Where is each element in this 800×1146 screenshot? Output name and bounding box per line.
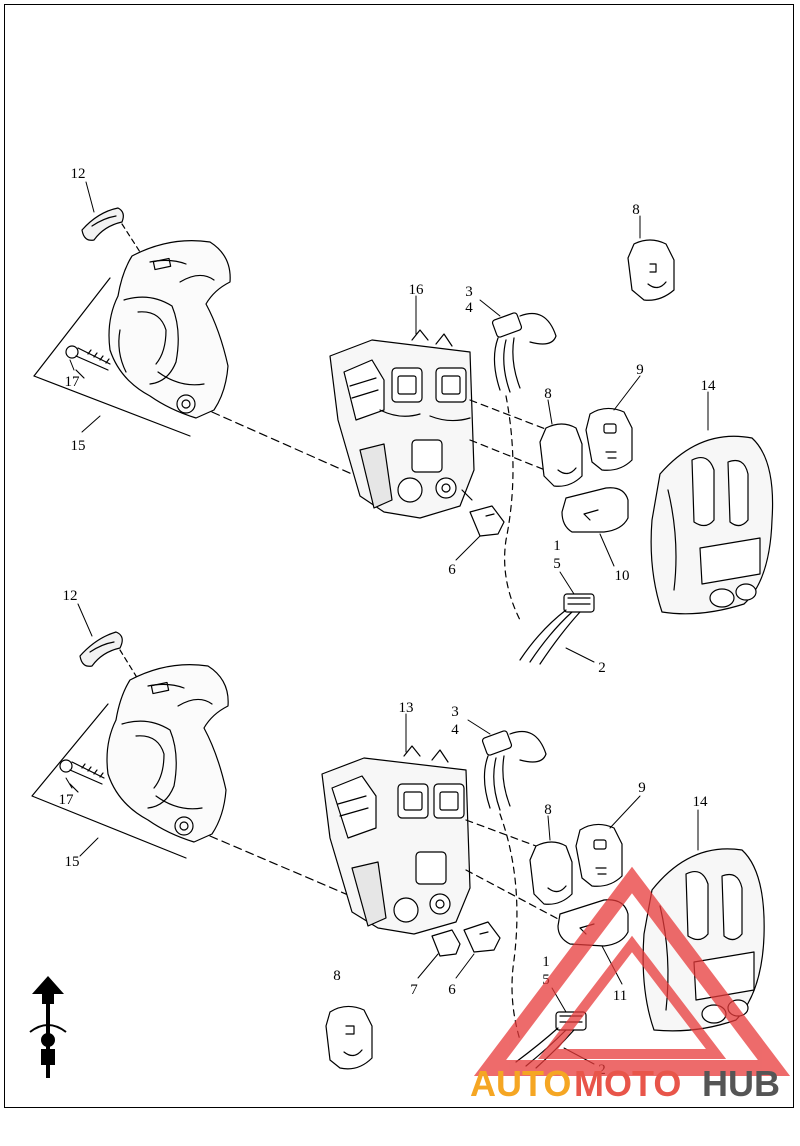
lower-part-6-cap bbox=[463, 921, 501, 953]
lower-part-14-housing bbox=[642, 848, 765, 1032]
upper-callout-5: 5 bbox=[553, 556, 561, 572]
upper-part-15-housing bbox=[108, 240, 231, 419]
lower-callout-4: 4 bbox=[451, 722, 459, 738]
lower-part-9-button bbox=[575, 823, 623, 887]
upper-callout-12: 12 bbox=[71, 166, 86, 182]
upper-part-16-switch-block bbox=[329, 329, 475, 519]
upper-callout-8: 8 bbox=[632, 202, 640, 218]
upper-part-8-button-top bbox=[627, 239, 675, 301]
lower-callout-6: 6 bbox=[448, 982, 456, 998]
lower-part-3-4-connector bbox=[481, 730, 547, 811]
watermark-logo bbox=[473, 866, 791, 1076]
lower-part-8-button-bottom bbox=[325, 1005, 373, 1070]
lower-part-8-button bbox=[529, 841, 573, 905]
upper-part-12-cap bbox=[81, 207, 141, 253]
upper-assembly bbox=[33, 207, 774, 665]
upper-callout-9: 9 bbox=[636, 362, 644, 378]
upper-callout-17: 17 bbox=[65, 374, 81, 390]
lower-callout-15: 15 bbox=[65, 854, 80, 870]
watermark-moto: MOTO bbox=[574, 1063, 681, 1104]
lower-callout-7: 7 bbox=[410, 982, 418, 998]
upper-part-10-button bbox=[561, 487, 629, 533]
upper-callout-14: 14 bbox=[701, 378, 717, 394]
upper-callout-15: 15 bbox=[71, 438, 86, 454]
lower-part-15-housing bbox=[106, 664, 229, 843]
forward-arrow-icon bbox=[32, 976, 64, 1004]
upper-callout-4: 4 bbox=[465, 300, 473, 316]
lower-callout-8: 8 bbox=[544, 802, 552, 818]
lower-part-12-cap bbox=[79, 631, 137, 677]
upper-part-1-5-2-connector bbox=[519, 593, 595, 665]
lower-part-13-switch-block bbox=[321, 745, 471, 935]
lower-callout-9: 9 bbox=[638, 780, 646, 796]
upper-part-3-4-connector bbox=[491, 312, 557, 393]
lower-callout-14: 14 bbox=[693, 794, 709, 810]
upper-part-14-housing bbox=[650, 435, 774, 615]
lower-callout-11: 11 bbox=[613, 988, 627, 1004]
upper-part-6-cap bbox=[469, 505, 505, 537]
watermark-hub: HUB bbox=[702, 1063, 780, 1104]
lower-part-7-cap bbox=[431, 929, 461, 957]
lower-callout-3: 3 bbox=[451, 704, 459, 720]
lower-part-17-screw bbox=[59, 759, 105, 793]
rider-orientation-icon bbox=[29, 1004, 67, 1078]
lower-callout-12: 12 bbox=[63, 588, 78, 604]
lower-callout-8: 8 bbox=[333, 968, 341, 984]
upper-callout-2: 2 bbox=[598, 660, 606, 676]
upper-part-17-screw bbox=[65, 345, 111, 379]
upper-callout-8: 8 bbox=[544, 386, 552, 402]
upper-callout-10: 10 bbox=[615, 568, 630, 584]
upper-callout-6: 6 bbox=[448, 562, 456, 578]
watermark-auto: AUTO bbox=[470, 1063, 571, 1104]
upper-part-9-button bbox=[585, 407, 633, 471]
lower-callout-1: 1 bbox=[542, 954, 550, 970]
upper-part-8-button bbox=[539, 423, 583, 487]
lower-callout-5: 5 bbox=[542, 972, 550, 988]
diagram-frame bbox=[4, 4, 794, 1108]
watermark-text: AUTO MOTO HUB bbox=[470, 1063, 780, 1104]
lower-callout-17: 17 bbox=[59, 792, 75, 808]
upper-callout-3: 3 bbox=[465, 284, 473, 300]
lower-callout-13: 13 bbox=[399, 700, 414, 716]
lower-assembly bbox=[31, 631, 765, 1070]
upper-callout-16: 16 bbox=[409, 282, 425, 298]
upper-callout-1: 1 bbox=[553, 538, 561, 554]
